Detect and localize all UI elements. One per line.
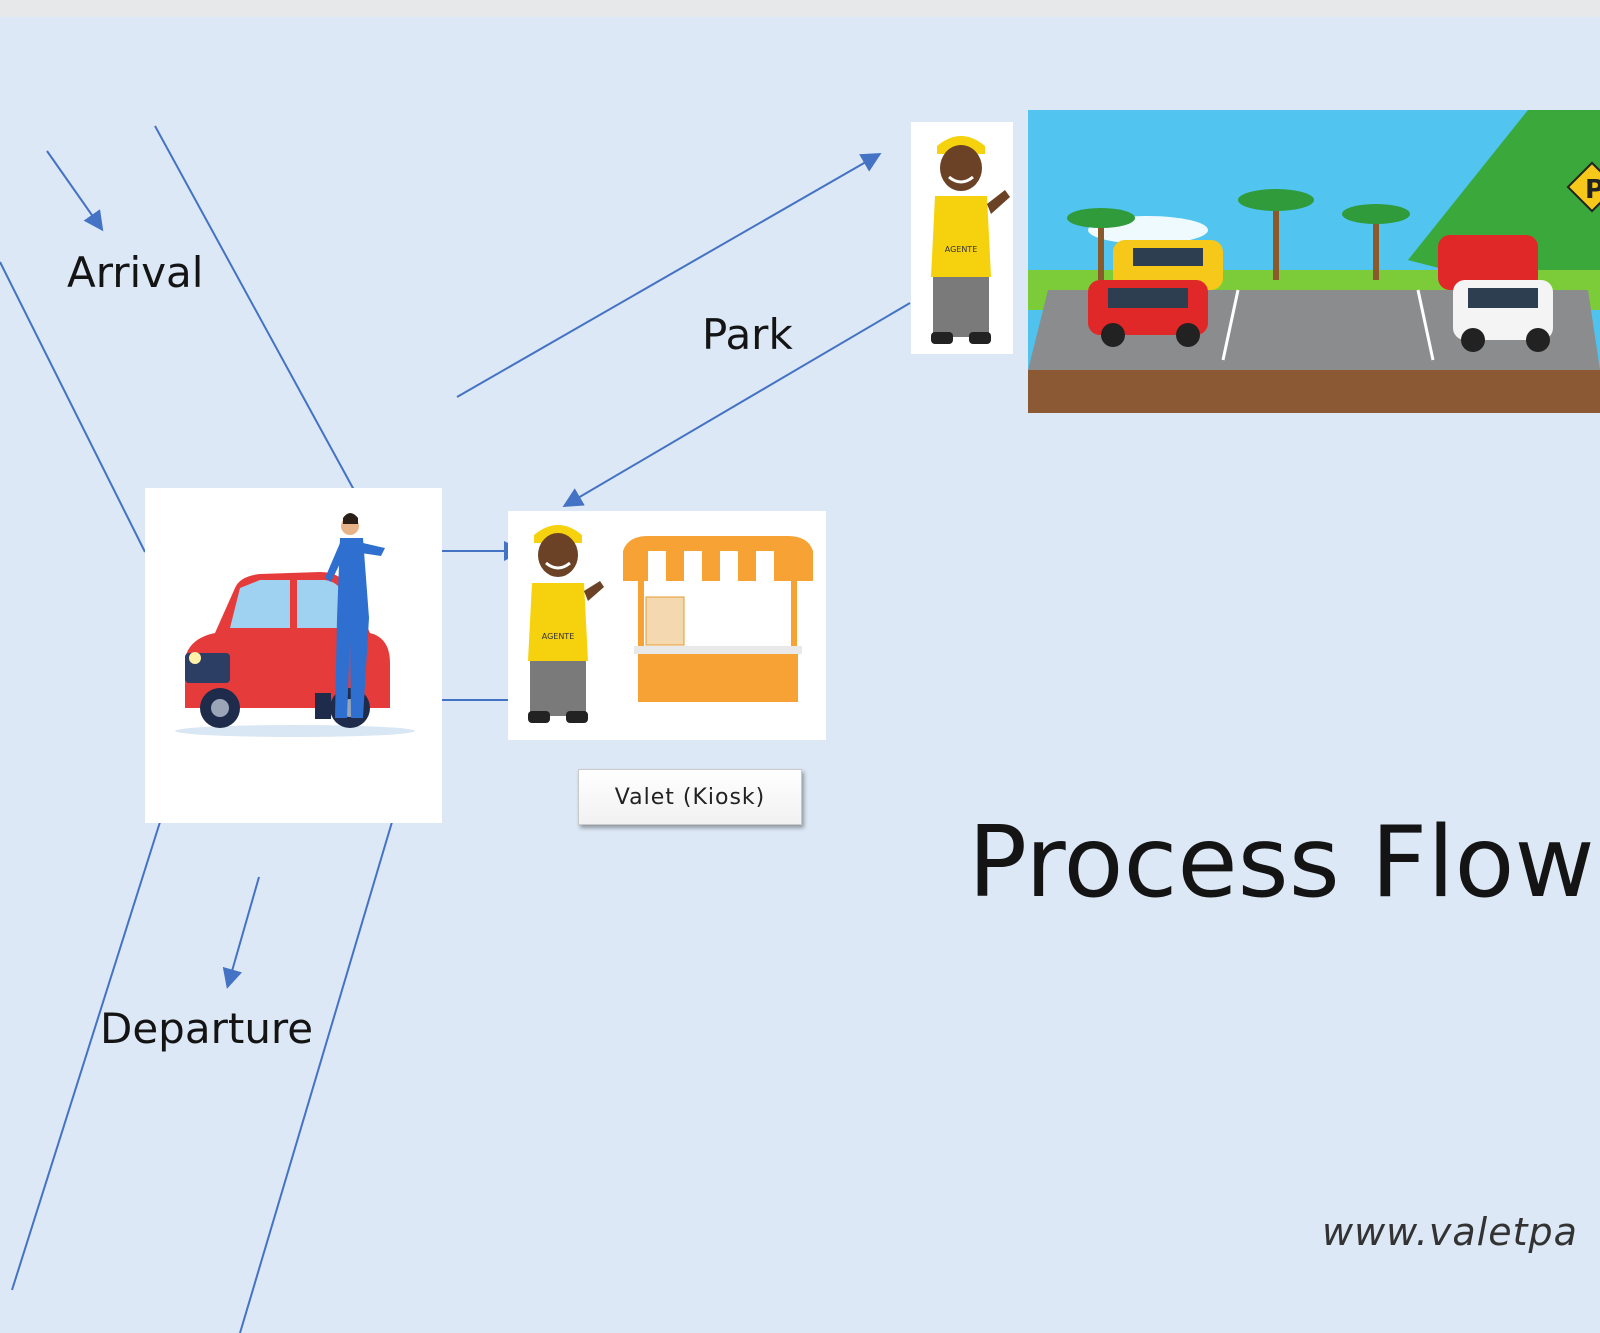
departure-road-right-line — [239, 821, 393, 1333]
park-label: Park — [702, 310, 793, 359]
kiosk-stall-icon: AGENTE — [528, 525, 813, 723]
arrival-road-left-line — [0, 261, 146, 553]
svg-text:P: P — [1585, 175, 1600, 205]
arrival-label: Arrival — [67, 248, 204, 297]
page-title: Process Flow — [968, 806, 1595, 920]
departure-road-left-line — [11, 821, 161, 1291]
customer-car-card — [145, 488, 442, 823]
valet-attendant-icon: AGENTE — [931, 136, 1010, 344]
arrival-direction-arrow — [46, 150, 104, 232]
park-arrow-return — [562, 302, 911, 508]
svg-text:AGENTE: AGENTE — [945, 245, 978, 254]
svg-text:AGENTE: AGENTE — [542, 632, 575, 641]
top-bar — [0, 0, 1600, 17]
parking-lot-card: P — [1028, 110, 1600, 413]
parking-lot-scene: P — [1028, 110, 1600, 413]
website-url: www.valetpa — [1322, 1210, 1578, 1254]
arrival-road-right-line — [154, 125, 355, 491]
valet-kiosk-label: Valet (Kiosk) — [578, 769, 802, 825]
departure-label: Departure — [100, 1004, 314, 1053]
customer-with-car-icon — [175, 513, 415, 737]
valet-parker-card: AGENTE — [911, 122, 1013, 354]
park-arrow-to-lot — [456, 153, 882, 398]
valet-kiosk-card: AGENTE — [508, 511, 826, 740]
departure-direction-arrow — [222, 876, 260, 989]
valet-attendant-icon: AGENTE — [528, 525, 604, 723]
